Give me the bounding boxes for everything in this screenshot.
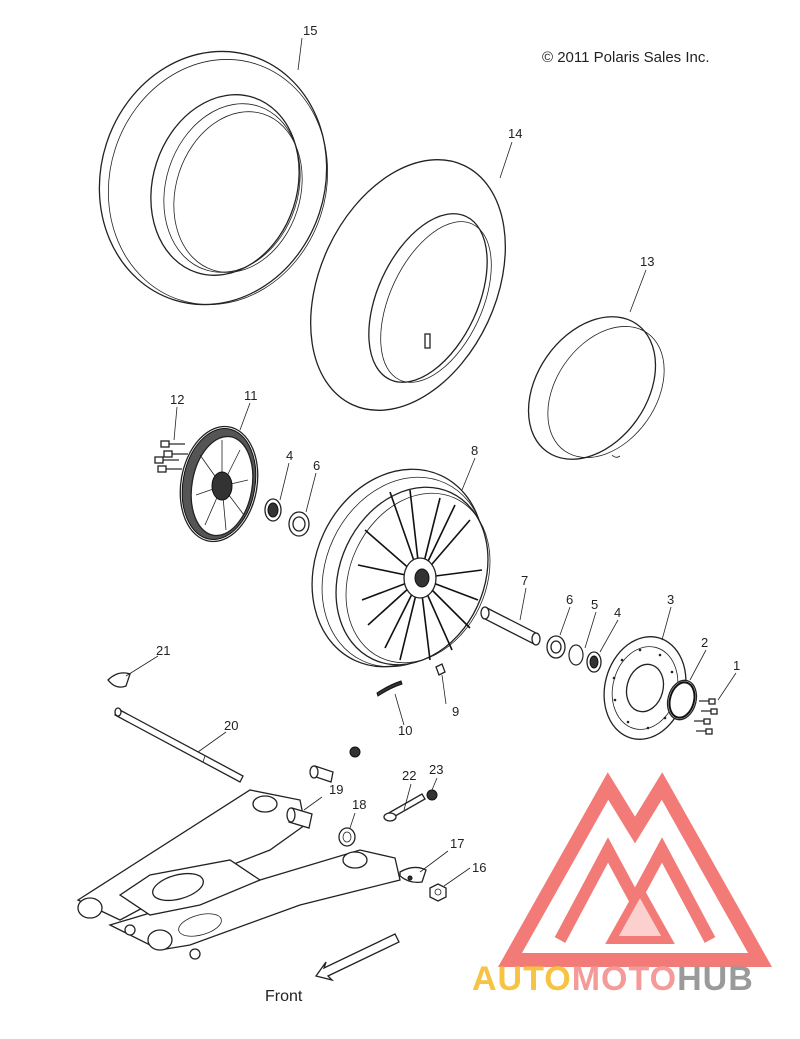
part-10-weight (376, 680, 403, 697)
callout-5: 5 (591, 597, 598, 612)
callout-17: 17 (450, 836, 464, 851)
callout-6-left: 6 (313, 458, 320, 473)
callout-13: 13 (640, 254, 654, 269)
callout-9: 9 (452, 704, 459, 719)
callout-labels: 15 14 13 12 11 4 6 8 7 6 5 4 3 2 1 9 10 … (156, 23, 740, 875)
part-9-valve-cap (435, 663, 446, 676)
callout-8: 8 (471, 443, 478, 458)
callout-14: 14 (508, 126, 522, 141)
watermark-hub: HUB (677, 960, 754, 998)
part-8-wheel (311, 468, 491, 668)
callout-20: 20 (224, 718, 238, 733)
part-4-seal-left (264, 498, 282, 522)
leader-lines (125, 37, 737, 887)
part-23-nut (426, 789, 438, 801)
callout-15: 15 (303, 23, 317, 38)
callout-4-right: 4 (614, 605, 621, 620)
front-arrow (314, 933, 400, 982)
part-12-bolts (154, 440, 188, 473)
front-label: Front (265, 988, 303, 1005)
part-17-plate (399, 866, 427, 884)
part-5-circlip (568, 644, 584, 666)
part-1-bolts (694, 698, 718, 735)
callout-11: 11 (244, 388, 258, 403)
part-4-seal-right (586, 651, 602, 673)
part-14-tube (310, 159, 506, 411)
part-11-sprocket (179, 425, 259, 543)
callout-22: 22 (402, 768, 416, 783)
part-19-bushing (286, 765, 334, 829)
automotohub-logo (498, 772, 772, 967)
callout-21: 21 (156, 643, 170, 658)
watermark-auto: AUTO (472, 960, 572, 998)
part-13-rim-strip (527, 316, 665, 460)
swingarm (76, 789, 401, 960)
callout-18: 18 (352, 797, 366, 812)
watermark-moto: MOTO (572, 960, 677, 998)
callout-16: 16 (472, 860, 486, 875)
part-6-bearing-left (288, 511, 310, 537)
callout-4-left: 4 (286, 448, 293, 463)
part-20-axle (114, 707, 244, 783)
callout-6-right: 6 (566, 592, 573, 607)
part-3-brake-disc (603, 636, 687, 740)
callout-2: 2 (701, 635, 708, 650)
callout-10: 10 (398, 723, 412, 738)
part-21-adjuster (107, 672, 131, 688)
nut-top (349, 746, 361, 758)
callout-23: 23 (429, 762, 443, 777)
callout-7: 7 (521, 573, 528, 588)
part-2-ring (666, 679, 698, 721)
part-7-spacer (480, 606, 541, 646)
callout-19: 19 (329, 782, 343, 797)
part-18-bushing (338, 827, 356, 847)
part-15-tire (98, 50, 329, 306)
watermark-brand: AUTOMOTOHUB (472, 960, 754, 998)
copyright-notice: © 2011 Polaris Sales Inc. (542, 49, 710, 66)
part-22-adjust-bolt (383, 793, 426, 822)
callout-1: 1 (733, 658, 740, 673)
part-6-bearing-right (546, 635, 566, 659)
callout-12: 12 (170, 392, 184, 407)
part-16-nut (429, 883, 447, 902)
callout-3: 3 (667, 592, 674, 607)
